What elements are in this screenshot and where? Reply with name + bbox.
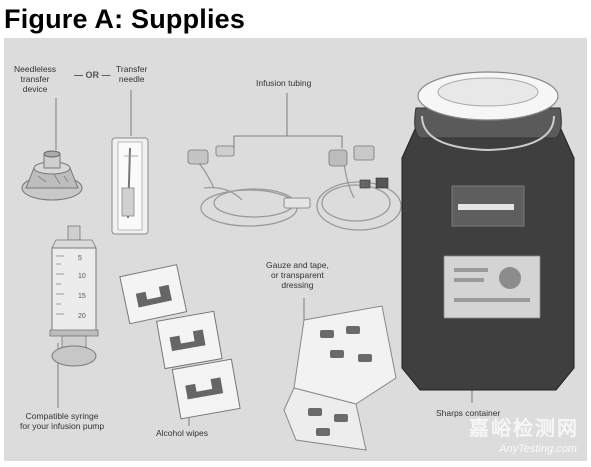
syringe-mark-10: 10 [78, 273, 86, 280]
sharps-container [401, 71, 575, 391]
syringe-mark-20: 20 [78, 313, 86, 320]
label-or: — OR — [74, 70, 111, 80]
gauze-text: Gauze and tape, or transparent dressing [266, 260, 329, 290]
syringe-mark-15: 15 [78, 293, 86, 300]
label-alcohol-wipes: Alcohol wipes [156, 428, 208, 438]
watermark-cn: 嘉峪检测网 [469, 416, 579, 440]
syringe: 5 10 15 20 [49, 225, 99, 367]
watermark-en: AnyTesting.com [499, 443, 577, 455]
label-gauze: Gauze and tape, or transparent dressing [266, 260, 329, 290]
label-syringe: Compatible syringe for your infusion pum… [20, 411, 104, 431]
infusion-tubing [195, 159, 402, 231]
needleless-text: Needleless transfer device [14, 64, 57, 94]
syringe-gradations [56, 255, 64, 315]
figure-title: Figure A: Supplies [4, 4, 246, 34]
label-sharps-container: Sharps container [436, 408, 501, 418]
transfer-needle-text: Transfer needle [116, 64, 148, 84]
supplies-illustration: 5 10 15 20 [21, 71, 575, 451]
syringe-text: Compatible syringe for your infusion pum… [20, 411, 105, 431]
label-transfer-needle: Transfer needle [116, 64, 147, 84]
syringe-mark-5: 5 [78, 255, 82, 262]
label-infusion-tubing: Infusion tubing [256, 78, 312, 88]
tubing-connectors [187, 145, 389, 209]
alcohol-wipes [119, 264, 241, 420]
supplies-panel: 5 10 15 20 [4, 38, 587, 461]
transfer-needle [111, 137, 149, 235]
label-needleless-transfer-device: Needleless transfer device [14, 64, 56, 94]
needleless-transfer-device [21, 150, 83, 201]
gauze-dressing [283, 305, 397, 451]
